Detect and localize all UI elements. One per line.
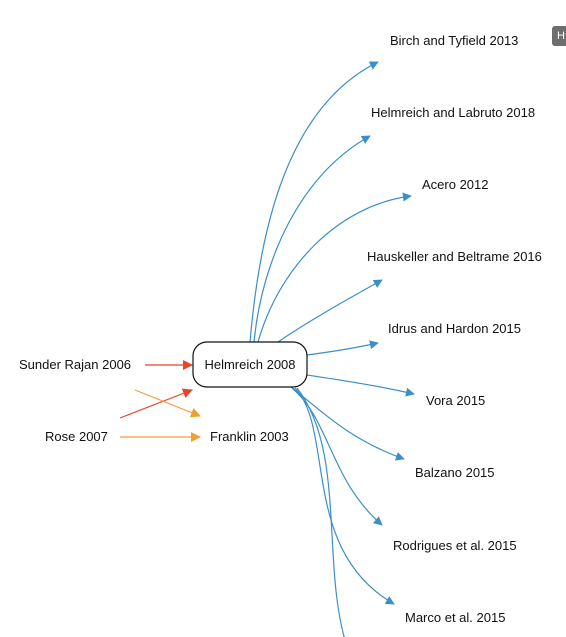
edge-acero	[257, 192, 412, 343]
node-marco-2015[interactable]: Marco et al. 2015	[405, 610, 505, 625]
node-label: Rose 2007	[45, 429, 108, 444]
node-birch-tyfield-2013[interactable]: Birch and Tyfield 2013	[390, 33, 518, 48]
edge-balzano	[289, 385, 405, 461]
node-label: Idrus and Hardon 2015	[388, 321, 521, 336]
node-label: Hauskeller and Beltrame 2016	[367, 249, 542, 264]
node-label: Marco et al. 2015	[405, 610, 505, 625]
node-label: Sunder Rajan 2006	[19, 357, 131, 372]
node-label: Acero 2012	[422, 177, 489, 192]
edge-helmreich-labruto	[253, 135, 371, 343]
edge-hauskeller	[277, 279, 383, 343]
node-label: Birch and Tyfield 2013	[390, 33, 518, 48]
edge-idrus	[306, 340, 379, 356]
node-vora-2015[interactable]: Vora 2015	[426, 393, 485, 408]
edge-center-to-franklin	[134, 389, 201, 418]
node-idrus-hardon-2015[interactable]: Idrus and Hardon 2015	[388, 321, 521, 336]
edge-marco	[294, 387, 395, 605]
node-label: Rodrigues et al. 2015	[393, 538, 517, 553]
node-balzano-2015[interactable]: Balzano 2015	[415, 465, 495, 480]
node-rodrigues-2015[interactable]: Rodrigues et al. 2015	[393, 538, 517, 553]
node-hauskeller-beltrame-2016[interactable]: Hauskeller and Beltrame 2016	[367, 249, 542, 264]
corner-tab[interactable]: H	[552, 26, 566, 46]
edge-rose-to-center	[119, 388, 193, 419]
node-sunder-rajan-2006[interactable]: Sunder Rajan 2006	[19, 357, 131, 372]
edge-vora	[306, 374, 415, 397]
node-label: Balzano 2015	[415, 465, 495, 480]
node-helmreich-labruto-2018[interactable]: Helmreich and Labruto 2018	[371, 105, 535, 120]
node-rose-2007[interactable]: Rose 2007	[45, 429, 108, 444]
edge-offscreen	[296, 387, 345, 637]
node-label: Vora 2015	[426, 393, 485, 408]
node-acero-2012[interactable]: Acero 2012	[422, 177, 489, 192]
edge-rodrigues	[291, 387, 383, 526]
node-label: Helmreich and Labruto 2018	[371, 105, 535, 120]
node-label-center: Helmreich 2008	[204, 357, 295, 372]
node-label: Franklin 2003	[210, 429, 289, 444]
node-franklin-2003[interactable]: Franklin 2003	[210, 429, 289, 444]
edge-birch	[249, 61, 379, 343]
node-helmreich-2008[interactable]: Helmreich 2008	[192, 341, 308, 388]
